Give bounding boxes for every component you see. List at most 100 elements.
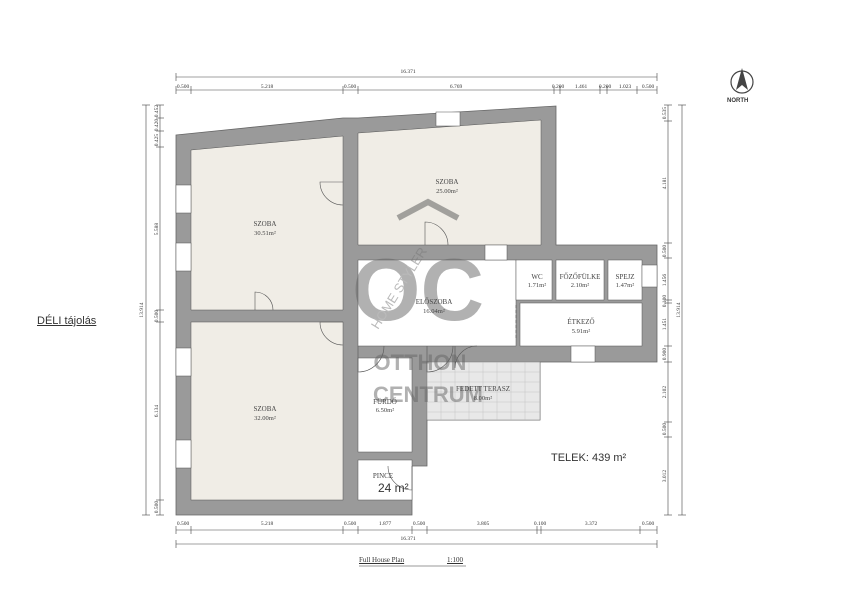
room-area: 16.04m²	[423, 308, 445, 315]
left-total-dim: 13.914	[139, 302, 145, 317]
right-dim: 0.500	[662, 423, 668, 436]
room-eloszoba	[357, 259, 517, 347]
door-swing	[357, 345, 385, 373]
right-dim: 4.181	[662, 177, 668, 190]
right-dim: 0.900	[662, 348, 668, 361]
room-name: ELŐSZOBA	[416, 298, 453, 306]
left-dim: 6.134	[154, 405, 160, 418]
left-dim: 0.500	[154, 310, 160, 323]
left-dim: 5.588	[154, 223, 160, 236]
bottom-dim: 1.877	[379, 521, 392, 527]
window	[175, 347, 192, 377]
plot-area-label: TELEK: 439 m²	[551, 452, 627, 464]
north-arrow-icon	[730, 68, 754, 94]
watermark-roof-icon	[396, 198, 460, 221]
plan-caption: Full House Plan	[359, 556, 405, 564]
bottom-dim: 3.805	[477, 521, 490, 527]
room-wc	[515, 259, 553, 301]
room-area: 5.91m²	[572, 328, 590, 335]
bottom-dim: 5.218	[261, 521, 274, 527]
room-name: SZOBA	[436, 178, 459, 186]
top-dim: 5.218	[261, 84, 274, 90]
top-dim: 0.200	[552, 84, 565, 90]
right-dim: 2.102	[662, 386, 668, 399]
left-dim: 0.425	[154, 134, 160, 147]
doors	[254, 181, 517, 491]
right-dim: 0.100	[662, 295, 668, 308]
right-dim: 3.012	[662, 470, 668, 483]
rooms	[190, 119, 643, 501]
room-name: FŐZŐFÜLKE	[560, 273, 601, 281]
room-area: 2.10m²	[571, 282, 589, 289]
bottom-dim: 0.100	[534, 521, 547, 527]
door-swing	[319, 321, 344, 346]
top-dim: 0.500	[642, 84, 655, 90]
door-swing	[426, 345, 454, 373]
window	[175, 242, 192, 272]
room-name: SZOBA	[254, 220, 277, 228]
dimension-lines	[142, 73, 686, 548]
door-swing	[424, 221, 449, 246]
room-szoba-32	[190, 321, 344, 501]
watermark: OC OTTHON CENTRUM HOME STYLER	[352, 198, 484, 407]
windows	[175, 111, 658, 469]
right-dim: 1.456	[662, 274, 668, 287]
room-name: FÜRDŐ	[373, 398, 397, 406]
right-dim: 0.500	[662, 245, 668, 258]
door-swing	[319, 181, 344, 206]
top-total-dim: 16.371	[400, 69, 415, 75]
bottom-total-dim: 16.371	[400, 536, 415, 542]
right-total-dim: 13.914	[676, 302, 682, 317]
watermark-line2: CENTRUM	[373, 382, 483, 407]
right-dim: 0.535	[662, 107, 668, 120]
room-area: 25.00m²	[436, 188, 458, 195]
room-name: SPEJZ	[615, 273, 634, 281]
top-dim: 1.461	[575, 84, 588, 90]
room-terasz	[426, 361, 541, 421]
window	[175, 184, 192, 214]
bottom-dim: 0.500	[177, 521, 190, 527]
top-dim: 0.500	[344, 84, 357, 90]
room-area: 6.50m²	[376, 407, 394, 414]
dimension-texts: 16.371 0.500 5.218 0.500 6.769 0.200 1.4…	[139, 69, 682, 542]
right-dim: 1.451	[662, 318, 668, 331]
orientation-label: DÉLI tájolás	[37, 315, 97, 327]
room-name: ÉTKEZŐ	[567, 318, 594, 326]
top-dim: 6.769	[450, 84, 463, 90]
room-furdo	[357, 357, 413, 453]
top-dim: 0.500	[177, 84, 190, 90]
door-swing	[254, 291, 274, 311]
room-name: FEDETT TERASZ	[456, 385, 510, 393]
plan-scale: 1:100	[447, 556, 463, 564]
room-area: 30.51m²	[254, 230, 276, 237]
left-dim: 0.420	[154, 119, 160, 132]
room-etkezo	[519, 302, 643, 347]
room-spejz	[607, 259, 643, 301]
window	[641, 264, 658, 288]
room-pince	[357, 459, 413, 501]
window	[175, 439, 192, 469]
room-name: WC	[531, 273, 543, 281]
pince-area-label: 24 m²	[378, 481, 409, 495]
room-area: 32.00m²	[254, 415, 276, 422]
window	[435, 111, 461, 127]
bottom-dim: 0.500	[642, 521, 655, 527]
left-dim: 0.500	[154, 501, 160, 514]
top-dim: 0.200	[599, 84, 612, 90]
watermark-line1: OTTHON	[374, 350, 467, 375]
room-name: SZOBA	[254, 405, 277, 413]
terrace-tiles	[427, 362, 540, 420]
window	[570, 345, 596, 363]
window	[484, 244, 508, 261]
room-name: PINCE	[373, 472, 393, 480]
bottom-dim: 0.500	[344, 521, 357, 527]
left-dim: 0.452	[154, 105, 160, 118]
room-labels: SZOBA 25.00m² SZOBA 30.51m² SZOBA 32.00m…	[254, 178, 635, 480]
room-area: 8.00m²	[474, 395, 492, 402]
room-area: 1.47m²	[616, 282, 634, 289]
room-area: 1.71m²	[528, 282, 546, 289]
door-swing	[454, 345, 478, 369]
room-fozofulke	[555, 259, 605, 301]
north-label: NORTH	[727, 98, 749, 104]
